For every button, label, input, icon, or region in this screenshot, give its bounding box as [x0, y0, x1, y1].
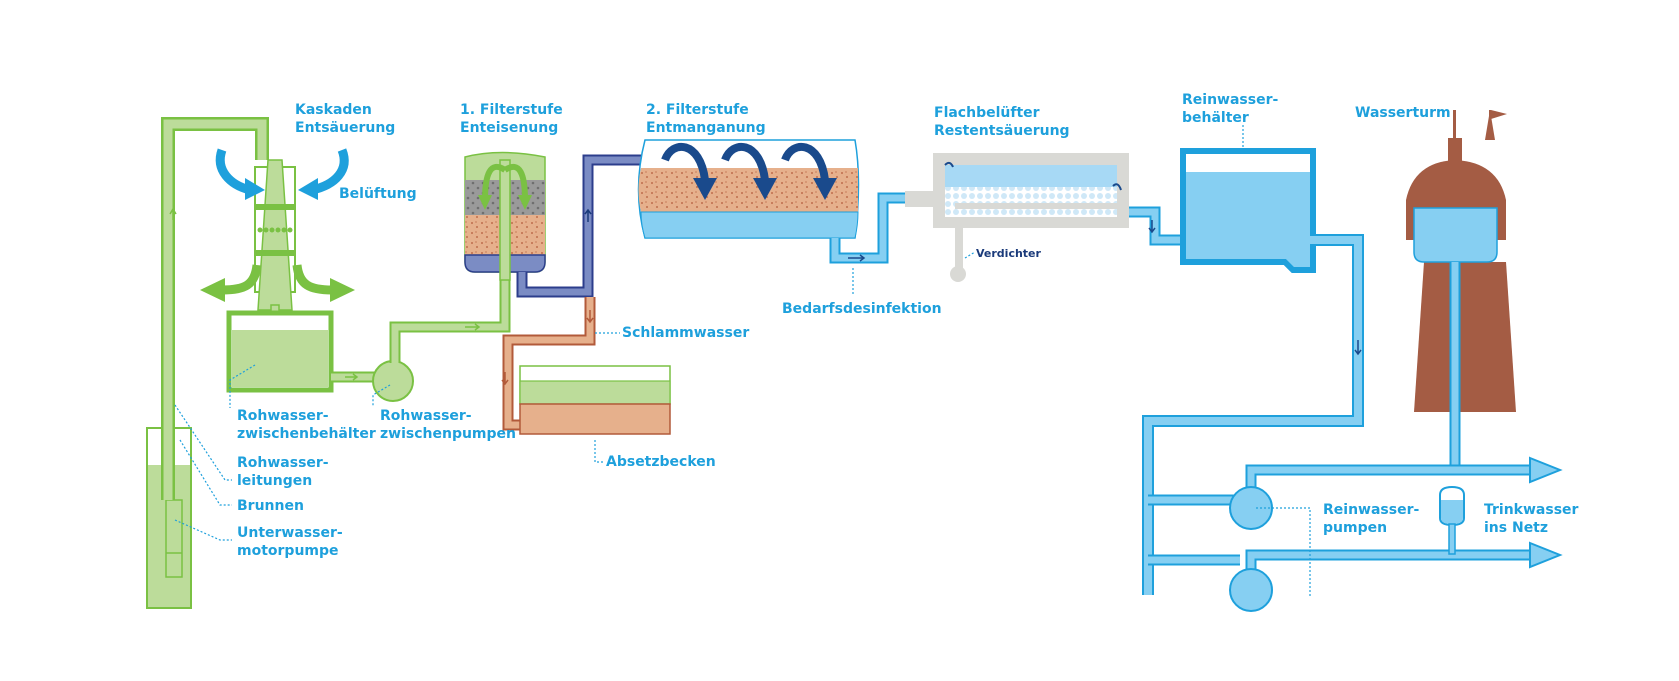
filterstufe-1 [464, 151, 546, 281]
leader-lines [174, 125, 1311, 598]
label-schlammwasser: Schlammwasser [622, 325, 749, 341]
label-rohwasser-zb-1: Rohwasser- [237, 408, 329, 424]
label-rohwasserleitungen-2: leitungen [237, 473, 312, 489]
label-wasserturm: Wasserturm [1355, 105, 1451, 121]
absetzbecken [519, 365, 671, 435]
label-rohwasser-zp-1: Rohwasser- [380, 408, 472, 424]
flachbelueftung-unit [905, 153, 1129, 282]
outflow-arrow-icon [221, 264, 333, 295]
druckbehaelter [1439, 485, 1465, 555]
label-rohwasser-zp-2: zwischenpumpen [380, 426, 516, 442]
reinwasserbehaelter [1180, 148, 1316, 273]
label-brunnen: Brunnen [237, 498, 304, 514]
label-filterstufe-2: 2. Filterstufe [646, 102, 749, 118]
label-flachbelueftung: Flachbelüfter [934, 105, 1040, 121]
unterwasser-motorpumpe [165, 499, 183, 578]
label-trinkwasser-2: ins Netz [1484, 520, 1548, 536]
label-uwp-2: motorpumpe [237, 543, 339, 559]
label-rohwasser-zb-2: zwischenbehälter [237, 426, 376, 442]
label-restentsaeuerung: Restentsäuerung [934, 123, 1070, 139]
label-enteisenung: Enteisenung [460, 120, 558, 136]
trinkwasser-arrow-2 [1529, 541, 1563, 569]
rohwasser-zwischenpumpe [372, 360, 414, 402]
rohwasser-zwischenbehaelter [226, 310, 334, 393]
label-absetzbecken: Absetzbecken [606, 454, 716, 470]
filterstufe-2 [637, 139, 860, 239]
label-uwp-1: Unterwasser- [237, 525, 343, 541]
label-trinkwasser-1: Trinkwasser [1484, 502, 1579, 518]
label-kaskaden: Kaskaden [295, 102, 372, 118]
reinwasserpumpe-2 [1229, 568, 1273, 612]
label-filterstufe-1: 1. Filterstufe [460, 102, 563, 118]
wasserturm [1406, 110, 1516, 412]
kaskaden-aerator [254, 159, 296, 326]
trinkwasser-arrow-1 [1529, 456, 1563, 484]
label-reinwasserpumpen-2: pumpen [1323, 520, 1387, 536]
label-entmanganung: Entmanganung [646, 120, 766, 136]
label-reinwasserpumpen-1: Reinwasser- [1323, 502, 1419, 518]
label-verdichter: Verdichter [976, 247, 1042, 260]
label-behaelter: behälter [1182, 110, 1249, 126]
label-rohwasserleitungen-1: Rohwasser- [237, 455, 329, 471]
label-entsaeuerung: Entsäuerung [295, 120, 395, 136]
label-reinwasser: Reinwasser- [1182, 92, 1278, 108]
label-bedarfsdesinfektion: Bedarfsdesinfektion [782, 301, 942, 317]
label-belueftung: Belüftung [339, 186, 417, 202]
